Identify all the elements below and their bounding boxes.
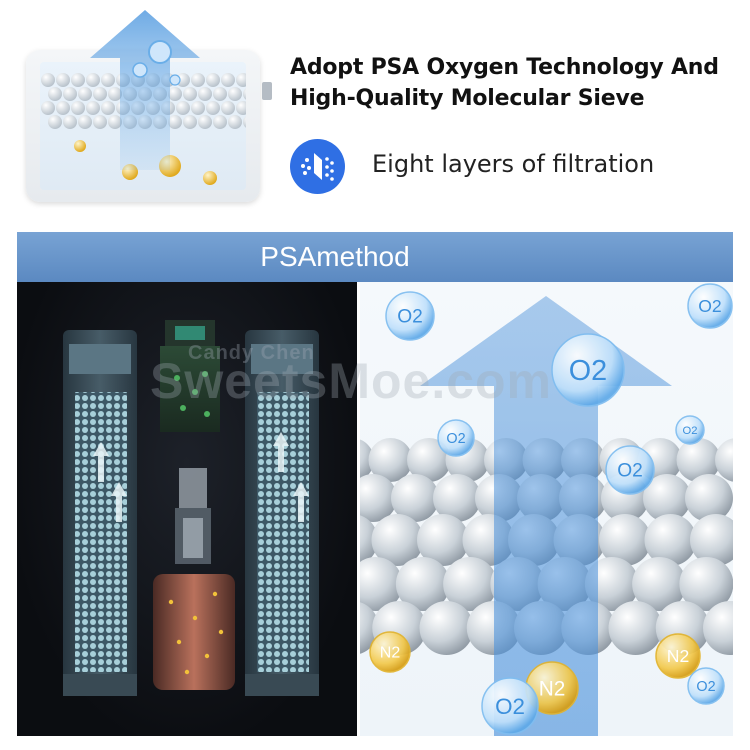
compressor-tank: [153, 468, 235, 690]
oxygen-molecule: O2: [687, 283, 733, 329]
device-port: [262, 82, 272, 100]
oxygen-molecule: O2: [675, 415, 705, 445]
solenoid-valve: [160, 320, 220, 432]
device-internals-graphic: [63, 320, 319, 696]
banner-title: PSAmethod: [260, 241, 410, 272]
oxygen-molecule: O2: [481, 677, 539, 735]
oxygen-flow-arrow: [420, 296, 672, 736]
svg-text:O2: O2: [617, 461, 643, 482]
headline-line-2: High-Quality Molecular Sieve: [290, 86, 645, 111]
svg-text:O2: O2: [683, 425, 698, 437]
oxygen-molecule: O2: [437, 419, 475, 457]
product-illustration: [20, 10, 272, 210]
svg-text:O2: O2: [698, 296, 721, 316]
headline-line-1: Adopt PSA Oxygen Technology And: [290, 55, 719, 80]
oxygen-molecule: O2: [551, 333, 625, 407]
nitrogen-molecule: N2: [369, 631, 411, 673]
svg-text:O2: O2: [569, 355, 607, 387]
oxygen-molecule: O2: [385, 291, 435, 341]
svg-text:N2: N2: [380, 645, 401, 662]
feature-label: Eight layers of filtration: [372, 150, 655, 178]
filter-layers-icon: [290, 139, 345, 194]
right-sieve-column: [245, 330, 319, 696]
svg-text:N2: N2: [539, 677, 566, 700]
oxygen-molecule: O2: [605, 445, 655, 495]
svg-text:O2: O2: [495, 694, 525, 719]
svg-text:O2: O2: [696, 679, 715, 695]
psa-banner: PSAmethod: [17, 232, 733, 282]
device-internals-panel: [17, 282, 357, 736]
watermark-author: Candy Chen: [188, 342, 315, 364]
left-sieve-column: [63, 330, 137, 696]
svg-text:N2: N2: [667, 646, 690, 666]
svg-text:O2: O2: [397, 307, 423, 328]
oxygen-molecule: O2: [687, 667, 725, 705]
watermark-site: SweetsMoe.com: [150, 353, 553, 409]
svg-text:O2: O2: [446, 431, 465, 447]
nitrogen-molecule: N2: [655, 633, 701, 679]
oxygen-flow-arrow: [90, 10, 200, 170]
headline: Adopt PSA Oxygen Technology And High-Qua…: [290, 52, 740, 114]
